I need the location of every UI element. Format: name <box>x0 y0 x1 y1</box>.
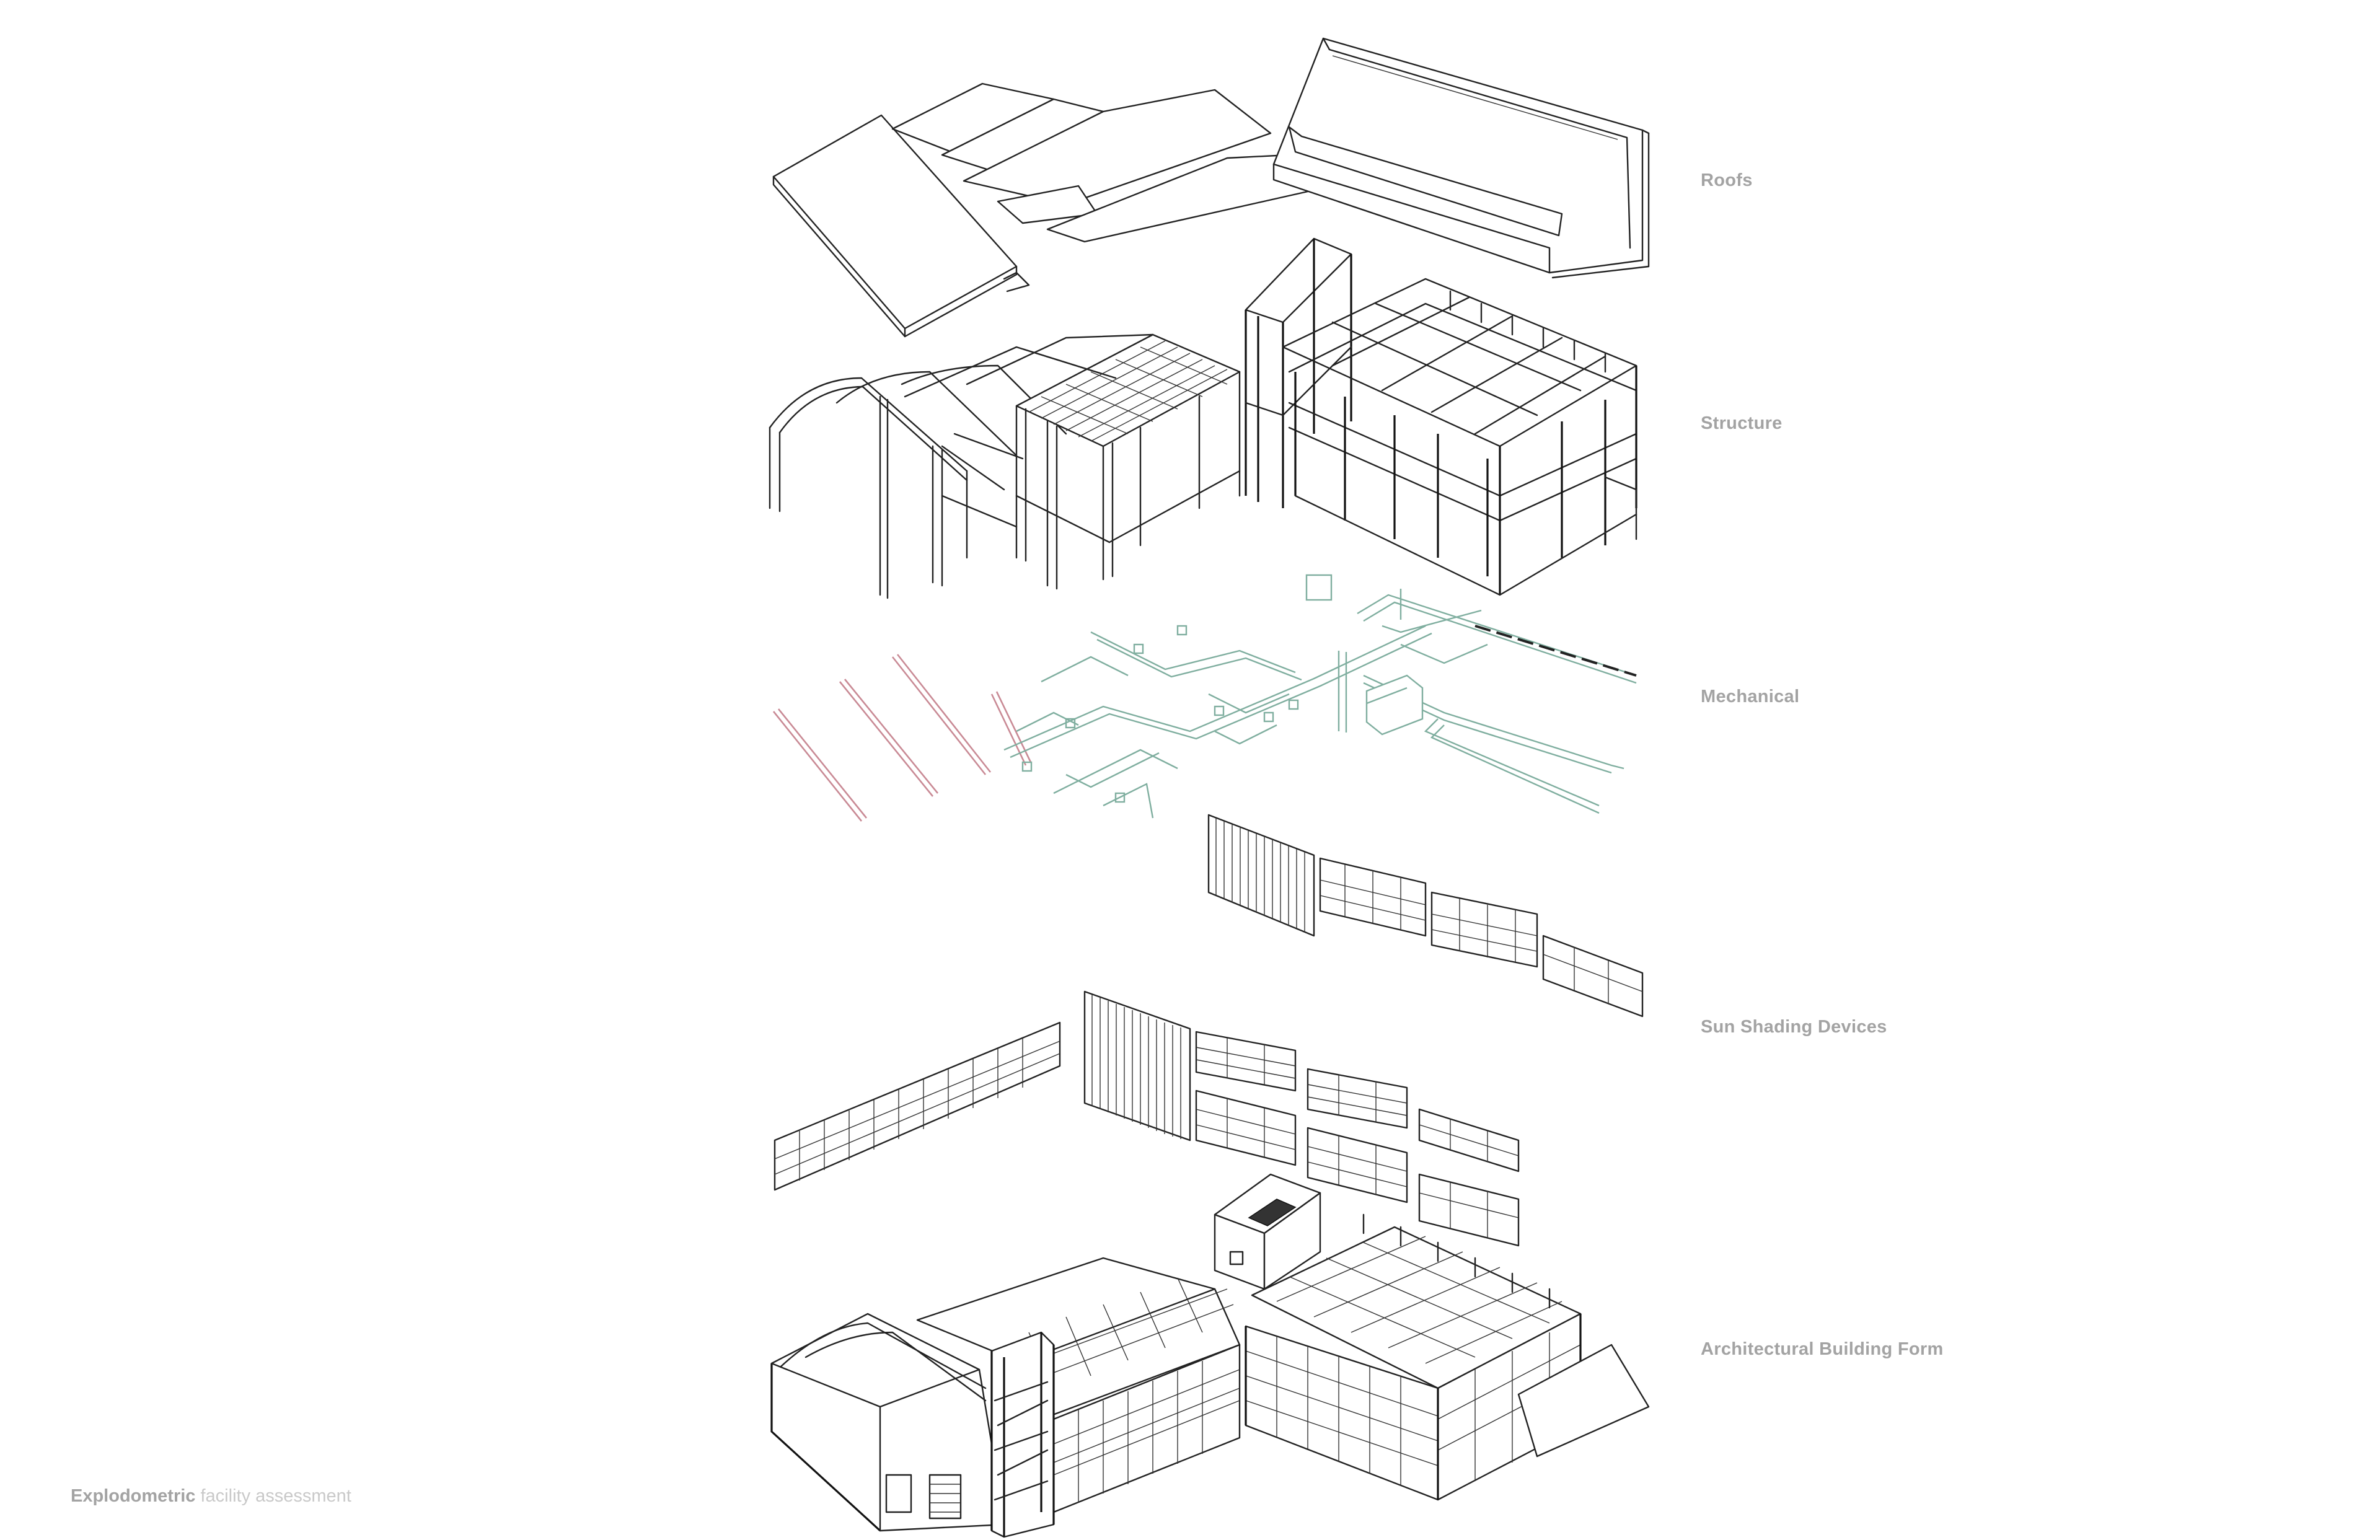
mechanical-layer <box>772 574 1637 822</box>
label-roofs: Roofs <box>1701 170 1753 190</box>
structure-layer <box>769 237 1637 599</box>
label-structure: Structure <box>1701 413 1783 433</box>
roofs-layer <box>772 37 1650 338</box>
sun-shading-upper-layer <box>1207 814 1644 1018</box>
figure-caption: Explodometric facility assessment <box>71 1486 351 1507</box>
architectural-building-form-layer <box>770 1173 1650 1538</box>
caption-subtitle: facility assessment <box>200 1486 351 1506</box>
label-mechanical: Mechanical <box>1701 687 1800 706</box>
label-architectural-building-form: Architectural Building Form <box>1701 1339 1944 1359</box>
caption-title: Explodometric <box>71 1486 196 1506</box>
label-sun-shading-devices: Sun Shading Devices <box>1701 1017 1887 1037</box>
sun-shading-lower-layer <box>774 990 1520 1247</box>
